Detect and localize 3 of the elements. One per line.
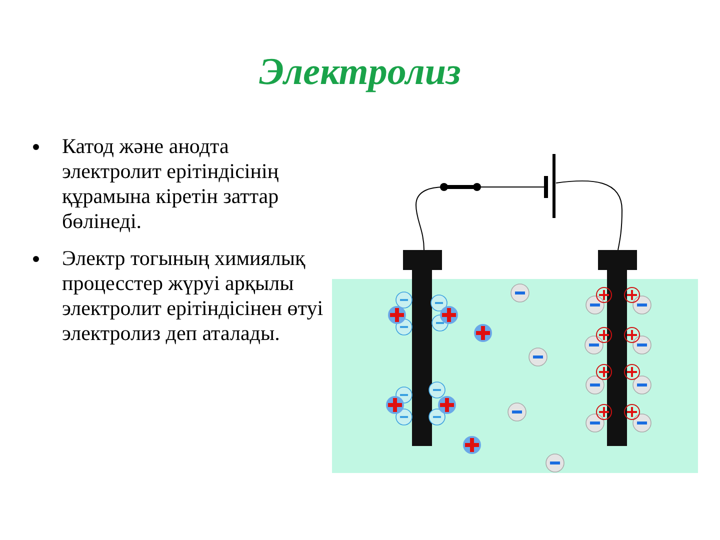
bullet-text: Катод және анодта электролит ерітіндісінің құрамына кіретін заттар бөлінеді. <box>62 134 280 234</box>
title: Электролиз <box>258 50 462 95</box>
bullet-text: Электр тогының химиялық процесстер жүруі арқылы электролит ерітіндісінен өтуі электролиз деп аталады. <box>62 246 324 346</box>
